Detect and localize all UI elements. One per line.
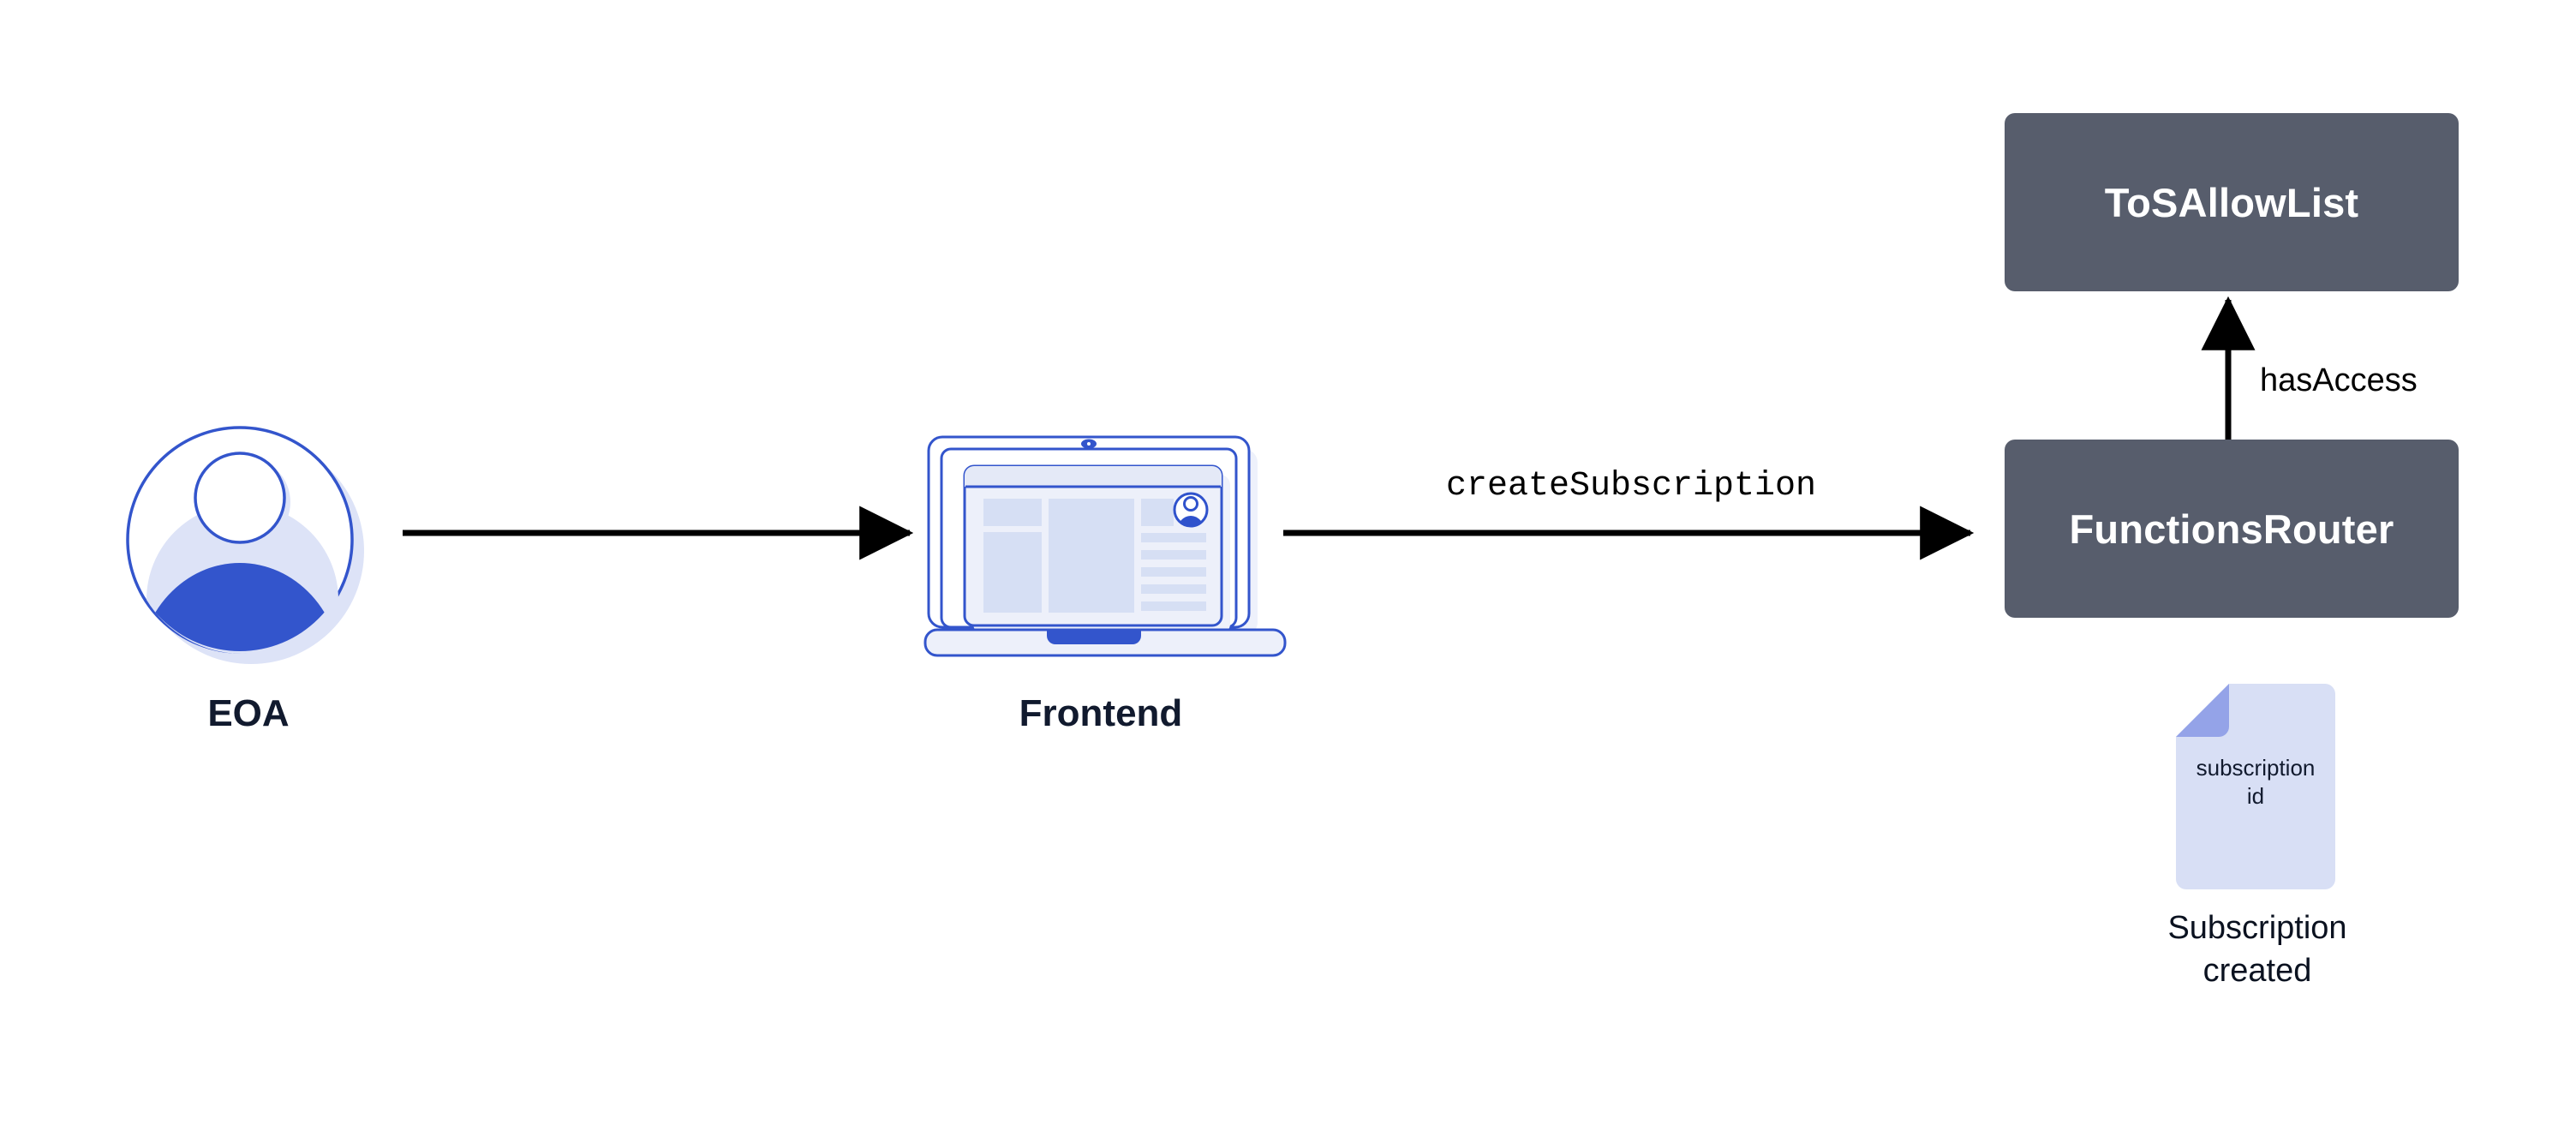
document-icon	[2176, 684, 2335, 889]
document-inner-line-1: subscription	[2196, 755, 2316, 781]
edge-label-has-access: hasAccess	[2260, 362, 2418, 398]
functions-router-node[interactable]: FunctionsRouter	[2005, 440, 2459, 618]
subscription-created-line-1: Subscription	[2167, 910, 2347, 946]
document-inner-text: subscription id	[2176, 754, 2335, 811]
frontend-label: Frontend	[1019, 692, 1183, 734]
tos-allow-list-node[interactable]: ToSAllowList	[2005, 113, 2459, 291]
document-inner-line-2: id	[2246, 783, 2265, 810]
user-avatar-icon	[116, 416, 373, 673]
subscription-created-line-2: created	[2202, 953, 2312, 990]
tos-allow-list-label: ToSAllowList	[2104, 179, 2359, 225]
edge-label-create-subscription: createSubscription	[1445, 467, 1817, 506]
eoa-label: EOA	[207, 692, 290, 734]
subscription-created-caption: Subscription created	[2090, 907, 2424, 992]
functions-router-label: FunctionsRouter	[2069, 506, 2394, 552]
laptop-icon	[917, 427, 1294, 667]
